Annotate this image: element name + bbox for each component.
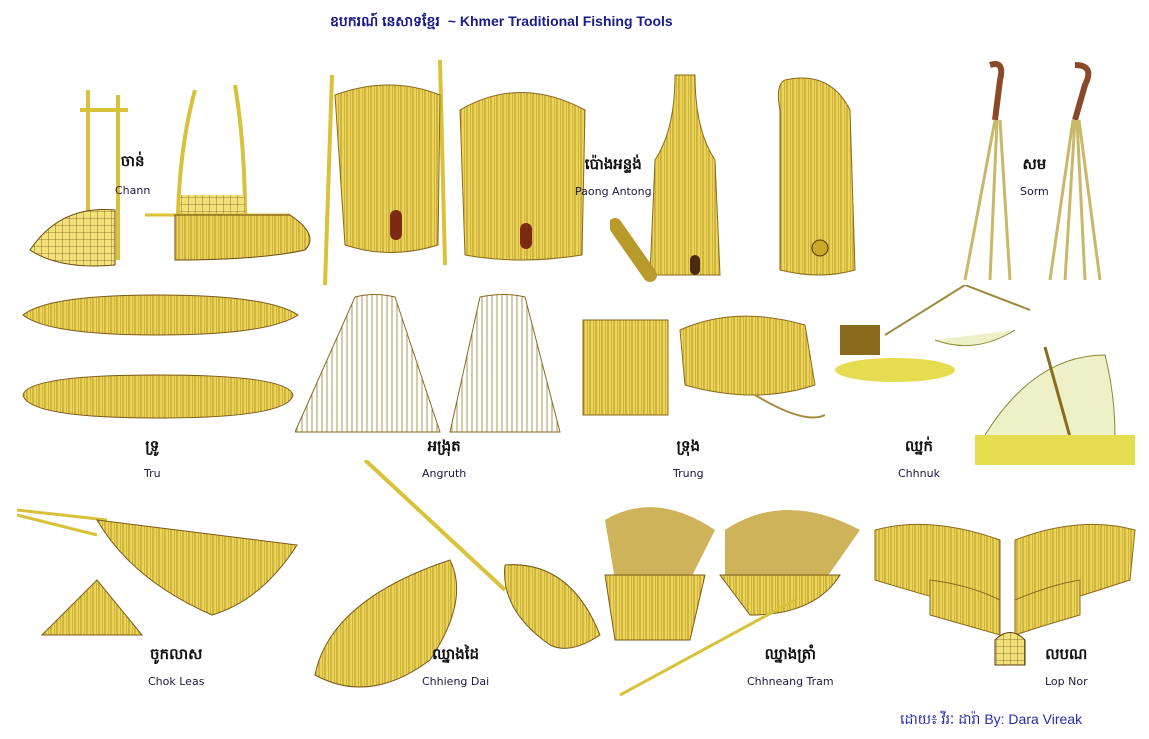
title-khmer: ឧបករណ៍ នេសាទខ្មែរ	[330, 13, 440, 29]
angruth-illustration	[295, 292, 570, 437]
trung-illustration	[575, 305, 845, 430]
tool-label-chann: ចាន់ Chann	[115, 152, 151, 197]
tool-label-trung: ទ្រុង Trung	[673, 437, 704, 480]
credit-khmer: ដោយ៖ វីរៈ ដារ៉ា	[900, 711, 981, 727]
chann-illustration	[20, 85, 320, 280]
chok-leas-illustration	[12, 480, 302, 645]
tool-label-chhneang-tram: ឈ្នាងត្រាំ Chhneang Tram	[747, 645, 834, 688]
sorm-illustration	[955, 60, 1115, 285]
tool-label-paong-antong: ប៉ោងអន្ទង់ Paong Antong	[575, 155, 652, 198]
paong-antong-illustration	[610, 70, 880, 285]
title-english: Khmer Traditional Fishing Tools	[459, 13, 673, 29]
tool-label-lop-nor: លបណ Lop Nor	[1045, 645, 1088, 688]
tool-label-chok-leas: ចូកលាស Chok Leas	[148, 645, 205, 688]
tool-label-chhnuk: ឈ្នក់ Chhnuk	[898, 437, 940, 480]
tool-label-tru: ទ្រូ Tru	[144, 437, 161, 480]
tool-label-sorm: សម Sorm	[1020, 155, 1049, 198]
tool-label-chhieng-dai: ឈ្នាងដៃ Chhieng Dai	[422, 645, 490, 688]
lop-nor-illustration	[870, 485, 1140, 670]
chhneang-tram-illustration	[595, 490, 865, 700]
chhnuk-illustration	[835, 285, 1140, 475]
title-separator: ~	[447, 13, 456, 29]
chhieng-dai-illustration	[310, 460, 610, 705]
tool-label-angruth: អង្រុត Angruth	[422, 437, 467, 480]
tru-illustration	[18, 290, 303, 430]
author-credit: ដោយ៖ វីរៈ ដារ៉ា By: Dara Vireak	[900, 710, 1082, 731]
page-title: ឧបករណ៍ នេសាទខ្មែរ ~ Khmer Traditional Fi…	[330, 12, 673, 33]
paong-large-baskets-illustration	[320, 55, 590, 290]
credit-english: By: Dara Vireak	[984, 711, 1083, 727]
